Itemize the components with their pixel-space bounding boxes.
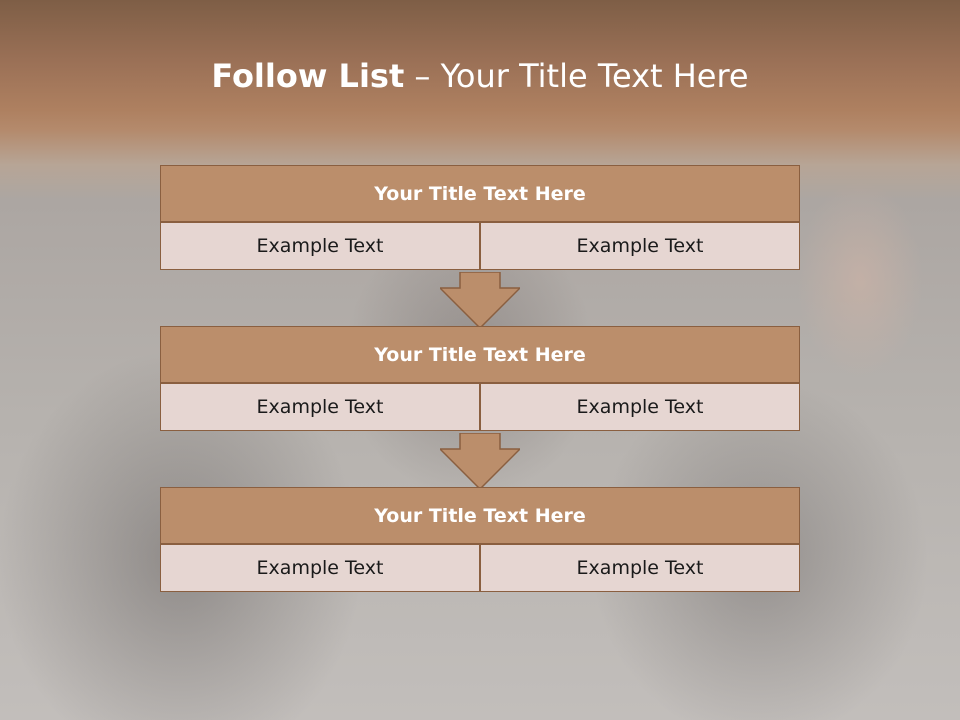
- step-1-right-text: Example Text: [480, 222, 800, 270]
- slide-title-rest: – Your Title Text Here: [404, 57, 749, 95]
- step-3-right-text: Example Text: [480, 544, 800, 592]
- step-title-3: Your Title Text Here: [160, 487, 800, 544]
- down-arrow-icon: [440, 433, 520, 489]
- slide-title-bold: Follow List: [211, 57, 405, 95]
- step-2-left-text: Example Text: [160, 383, 480, 431]
- step-3-left-text: Example Text: [160, 544, 480, 592]
- step-title-2: Your Title Text Here: [160, 326, 800, 383]
- step-1-left-text: Example Text: [160, 222, 480, 270]
- step-2-right-text: Example Text: [480, 383, 800, 431]
- slide-title: Follow List – Your Title Text Here: [0, 56, 960, 96]
- step-title-1: Your Title Text Here: [160, 165, 800, 222]
- down-arrow-icon: [440, 272, 520, 328]
